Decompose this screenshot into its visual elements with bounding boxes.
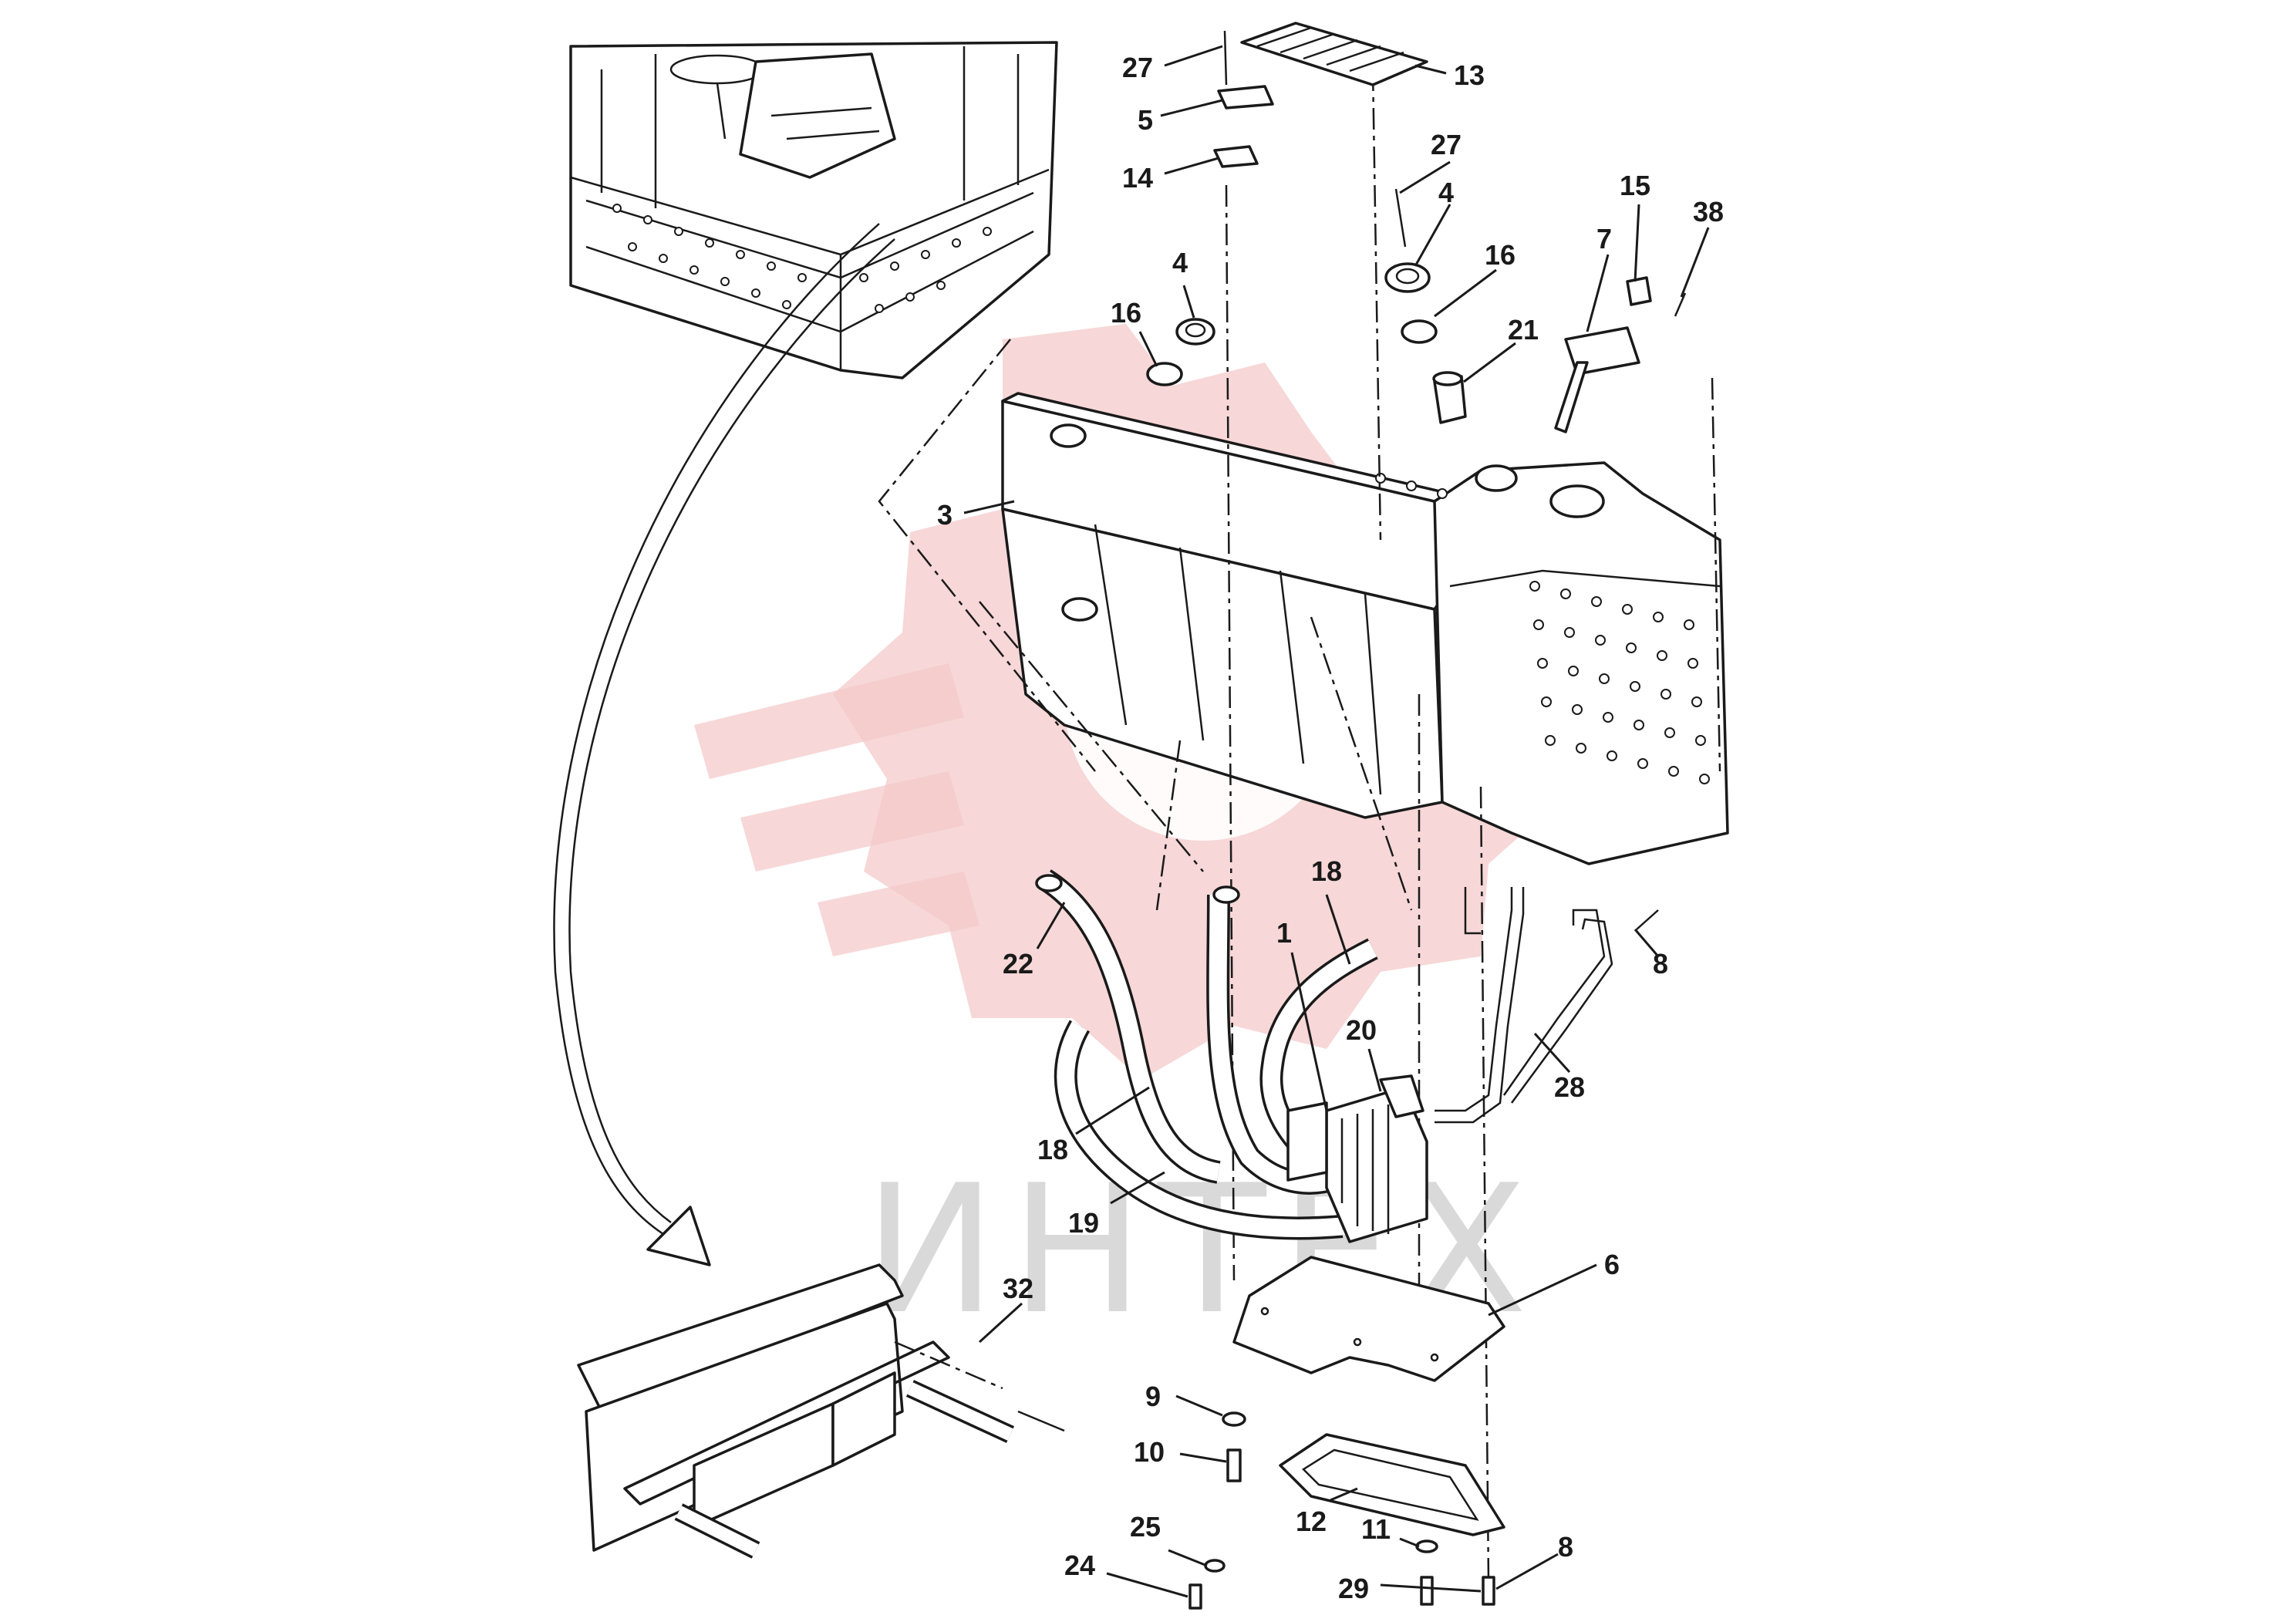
callout-6: 6 (1604, 1249, 1620, 1280)
callout-32: 32 (1003, 1273, 1033, 1304)
leader-lines (963, 45, 1710, 1598)
callout-19: 19 (1068, 1207, 1099, 1239)
callout-25: 25 (1130, 1511, 1161, 1543)
callout-5: 5 (1138, 104, 1153, 136)
screw-part-27-right (1394, 188, 1407, 248)
callout-12: 12 (1296, 1506, 1327, 1537)
switch-part-7 (1554, 326, 1640, 433)
cab-floor-holes (612, 204, 992, 313)
console-floor-holes (1375, 473, 1710, 784)
callout-24: 24 (1064, 1549, 1095, 1581)
callout-14: 14 (1122, 162, 1153, 194)
mounting-plate-part-6 (1232, 1256, 1505, 1382)
callout-28: 28 (1554, 1071, 1585, 1103)
connector-part-15 (1626, 276, 1652, 306)
screw-part-38 (1674, 292, 1687, 317)
callout-27-right: 27 (1431, 129, 1462, 160)
screw-part-27-top (1223, 30, 1228, 86)
callout-7: 7 (1596, 223, 1612, 255)
callout-13: 13 (1454, 59, 1485, 91)
phantom-outline-lines (878, 69, 1721, 1582)
drain-tube-part-28 (1435, 887, 1613, 1124)
grille-part-13 (1240, 22, 1428, 86)
switch-part-5 (1217, 85, 1274, 110)
latch-detail-part-32 (577, 1263, 1065, 1559)
callout-29: 29 (1338, 1573, 1369, 1604)
callout-38: 38 (1693, 196, 1724, 228)
callout-4-right: 4 (1438, 177, 1454, 208)
callout-18-bottom: 18 (1037, 1134, 1068, 1165)
callout-1: 1 (1276, 917, 1292, 949)
callout-20: 20 (1346, 1014, 1377, 1046)
cab-overview-inset (569, 41, 1058, 379)
fasteners (1188, 909, 1659, 1610)
cap-part-4-left (1175, 318, 1215, 346)
callout-16-left: 16 (1111, 297, 1141, 329)
callout-16-right: 16 (1485, 239, 1515, 271)
callout-11: 11 (1361, 1513, 1391, 1545)
callout-8-right: 8 (1653, 948, 1668, 980)
grommet-part-16-left (1146, 362, 1183, 386)
detail-reference-arrow (553, 223, 895, 1266)
callout-4-left: 4 (1172, 247, 1188, 278)
callout-9: 9 (1145, 1381, 1161, 1412)
plate-part-14 (1213, 145, 1259, 168)
grommet-part-16-right (1401, 319, 1438, 344)
callout-3: 3 (937, 499, 952, 531)
gasket-part-12 (1279, 1433, 1505, 1536)
callout-27-top: 27 (1122, 52, 1153, 83)
callout-8-bottom: 8 (1558, 1531, 1573, 1563)
callout-21: 21 (1508, 314, 1539, 346)
callout-22: 22 (1003, 948, 1033, 980)
sleeve-part-21 (1432, 371, 1467, 424)
heater-core-part-1 (1286, 1074, 1428, 1243)
console-housing-part-3 (1001, 392, 1729, 865)
callout-15: 15 (1620, 170, 1650, 201)
callout-labels: 27 13 5 14 27 4 15 38 7 4 16 16 21 3 18 … (937, 52, 1724, 1604)
callout-18-top: 18 (1311, 855, 1342, 887)
callout-10: 10 (1134, 1436, 1165, 1468)
cap-part-4-right (1384, 262, 1431, 293)
